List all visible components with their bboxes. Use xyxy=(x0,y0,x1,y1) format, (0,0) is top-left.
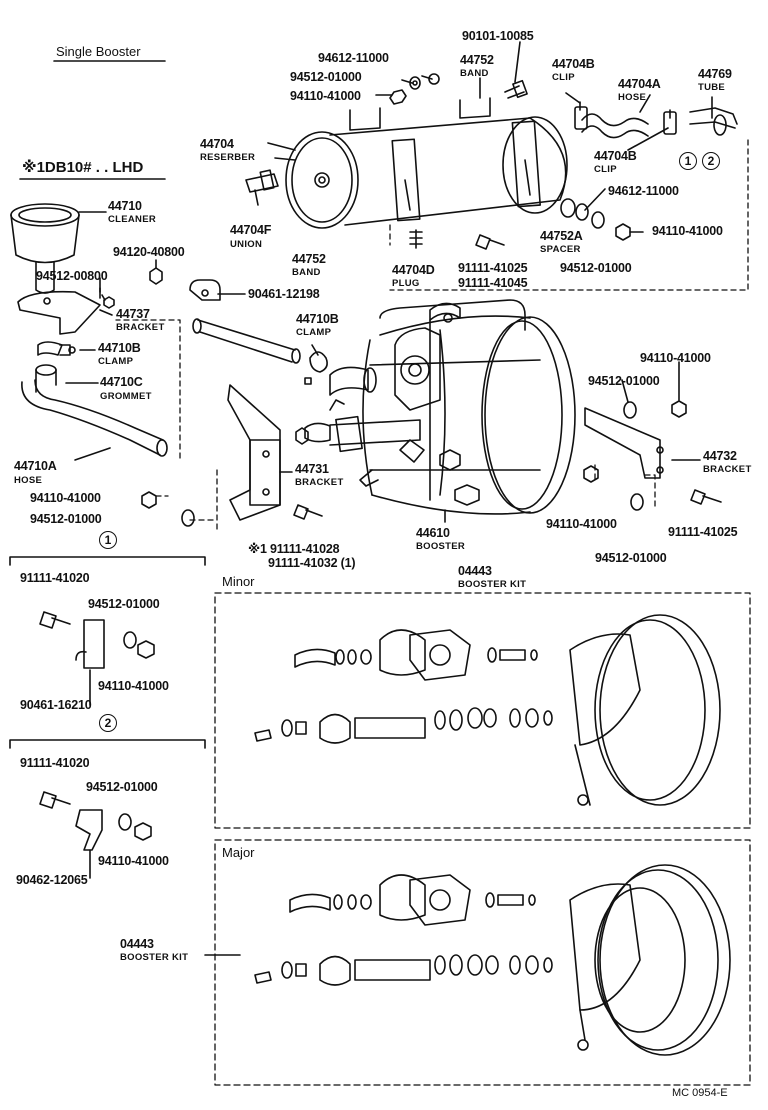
name-band-bottom: BAND xyxy=(292,267,321,278)
g2-part-90462-12065: 90462-12065 xyxy=(16,873,88,887)
g2-part-94512-01000: 94512-01000 xyxy=(86,780,158,794)
part-94120-40800: 94120-40800 xyxy=(113,245,185,259)
name-clamp-left: CLAMP xyxy=(98,356,134,367)
group-callout-1: 1 xyxy=(99,531,117,549)
minor-kit-parts xyxy=(254,614,721,806)
diagram-title: Single Booster xyxy=(56,44,141,59)
part-94512-01000-lower: 94512-01000 xyxy=(595,551,667,565)
part-91111-41045: 91111-41045 xyxy=(458,276,528,290)
part-44704d: 44704D xyxy=(392,263,435,277)
part-94512-01000-left: 94512-01000 xyxy=(30,512,102,526)
name-bracket-44731: BRACKET xyxy=(295,477,344,488)
part-44710c: 44710C xyxy=(100,375,143,389)
part-94110-41000-right: 94110-41000 xyxy=(652,224,723,238)
part-44704b-mid: 44704B xyxy=(594,149,637,163)
part-91111-41025-top: 91111-41025 xyxy=(458,261,528,275)
name-bracket-44737: BRACKET xyxy=(116,322,165,333)
g2-part-94110-41000: 94110-41000 xyxy=(98,854,169,868)
part-91111-41025-right: 91111-41025 xyxy=(668,525,738,539)
part-44710a: 44710A xyxy=(14,459,57,473)
part-44752-bottom: 44752 xyxy=(292,252,326,266)
part-44704: 44704 xyxy=(200,137,234,151)
part-44737: 44737 xyxy=(116,307,150,321)
major-label: Major xyxy=(222,845,255,860)
part-94512-01000-bracket: 94512-01000 xyxy=(588,374,660,388)
name-clip-top: CLIP xyxy=(552,72,575,83)
g2-part-91111-41020: 91111-41020 xyxy=(20,756,90,770)
part-44710b-left: 44710B xyxy=(98,341,141,355)
g1-part-94110-41000: 94110-41000 xyxy=(98,679,169,693)
name-hose-44710a: HOSE xyxy=(14,475,43,486)
part-44704a: 44704A xyxy=(618,77,661,91)
name-hose-top: HOSE xyxy=(618,92,647,103)
part-94512-01000-right: 94512-01000 xyxy=(560,261,632,275)
figure-code: MC 0954-E xyxy=(672,1087,728,1099)
g1-part-94512-01000: 94512-01000 xyxy=(88,597,160,611)
part-94110-41000-top: 94110-41000 xyxy=(290,89,361,103)
name-bracket-44732: BRACKET xyxy=(703,464,752,475)
booster-44610 xyxy=(304,299,576,523)
group-callout-2: 2 xyxy=(99,714,117,732)
g1-part-91111-41020: 91111-41020 xyxy=(20,571,90,585)
part-94110-41000-bracket: 94110-41000 xyxy=(640,351,711,365)
part-94612-11000-top: 94612-11000 xyxy=(318,51,389,65)
part-04443-minor: 04443 xyxy=(458,564,492,578)
part-94110-41000-left: 94110-41000 xyxy=(30,491,101,505)
part-91111-41032: 91111-41032 (1) xyxy=(268,556,356,570)
part-44710b-right: 44710B xyxy=(296,312,339,326)
part-44769: 44769 xyxy=(698,67,732,81)
model-note: ※1DB10# . . LHD xyxy=(22,159,144,176)
name-cleaner: CLEANER xyxy=(108,214,157,225)
minor-label: Minor xyxy=(222,574,255,589)
major-kit-parts xyxy=(204,864,731,1056)
name-booster-kit-major: BOOSTER KIT xyxy=(120,952,189,963)
name-band-top: BAND xyxy=(460,68,489,79)
name-booster-kit-minor: BOOSTER KIT xyxy=(458,579,527,590)
part-04443-major: 04443 xyxy=(120,937,154,951)
name-union: UNION xyxy=(230,239,263,250)
name-grommet: GROMMET xyxy=(100,391,152,402)
g1-part-90461-16210: 90461-16210 xyxy=(20,698,92,712)
part-94612-11000-right: 94612-11000 xyxy=(608,184,679,198)
part-44731: 44731 xyxy=(295,462,329,476)
part-91111-41028: ※1 91111-41028 xyxy=(248,542,340,556)
part-94110-41000-lower: 94110-41000 xyxy=(546,517,617,531)
name-clamp-right: CLAMP xyxy=(296,327,332,338)
group-callout-2-top: 2 xyxy=(702,152,720,170)
name-spacer: SPACER xyxy=(540,244,581,255)
part-90461-12198: 90461-12198 xyxy=(248,287,320,301)
reservoir-44704 xyxy=(285,97,568,229)
part-44752a: 44752A xyxy=(540,229,583,243)
part-44752-top: 44752 xyxy=(460,53,494,67)
part-94512-00800: 94512-00800 xyxy=(36,269,108,283)
group-callout-1-top: 1 xyxy=(679,152,697,170)
name-tube: TUBE xyxy=(698,82,726,93)
part-90101-10085: 90101-10085 xyxy=(462,29,534,43)
part-44704b-top: 44704B xyxy=(552,57,595,71)
part-44704f: 44704F xyxy=(230,223,272,237)
part-44610: 44610 xyxy=(416,526,450,540)
name-clip-mid: CLIP xyxy=(594,164,617,175)
part-44710: 44710 xyxy=(108,199,142,213)
name-reserber: RESERBER xyxy=(200,152,256,163)
cleaner-44710 xyxy=(10,203,107,294)
name-plug: PLUG xyxy=(392,278,420,289)
part-94512-01000-top: 94512-01000 xyxy=(290,70,362,84)
name-booster: BOOSTER xyxy=(416,541,466,552)
part-44732: 44732 xyxy=(703,449,737,463)
